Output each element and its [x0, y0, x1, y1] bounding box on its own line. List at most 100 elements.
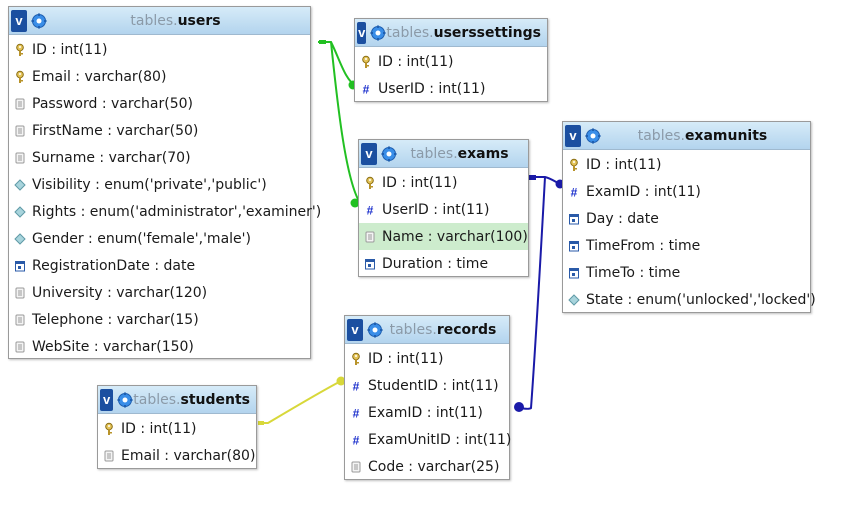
column-label: Name : varchar(100) [382, 228, 528, 245]
column-row[interactable]: Visibility : enum('private','public') [9, 171, 310, 198]
column-row[interactable]: ID : int(11) [563, 151, 810, 178]
column-label: Duration : time [382, 255, 489, 272]
table-name: userssettings [433, 24, 541, 41]
column-row[interactable]: RegistrationDate : date [9, 252, 310, 279]
view-toggle-icon[interactable]: v [347, 318, 363, 341]
column-list: ID : int(11)#StudentID : int(11)#ExamID … [345, 344, 512, 480]
date-icon [568, 266, 580, 280]
relation-endpoint [350, 198, 360, 208]
key-icon [568, 158, 580, 172]
column-row[interactable]: WebSite : varchar(150) [9, 333, 310, 360]
table-header[interactable]: v tables.users [9, 7, 310, 35]
view-toggle-icon[interactable]: v [357, 21, 367, 44]
column-label: ID : int(11) [378, 53, 454, 70]
gear-icon[interactable] [370, 25, 386, 41]
column-row[interactable]: Email : varchar(80) [98, 442, 256, 469]
schema-prefix: tables. [637, 127, 685, 144]
column-row[interactable]: State : enum('unlocked','locked') [563, 286, 816, 313]
column-row[interactable]: TimeFrom : time [563, 232, 810, 259]
column-label: Day : date [586, 210, 659, 227]
gear-icon[interactable] [381, 146, 397, 162]
column-label: ExamID : int(11) [368, 404, 483, 421]
column-row[interactable]: FirstName : varchar(50) [9, 117, 310, 144]
table-records[interactable]: v tables.records ID : int(11)#StudentID : … [344, 315, 512, 480]
number-icon: # [350, 433, 362, 447]
column-label: University : varchar(120) [32, 284, 208, 301]
gear-icon[interactable] [585, 128, 601, 144]
column-row[interactable]: # ExamID : int(11) [345, 399, 509, 426]
text-field-icon [14, 286, 26, 300]
column-row[interactable]: Name : varchar(100) [359, 223, 528, 250]
enum-icon [14, 205, 26, 219]
gear-icon[interactable] [117, 392, 133, 408]
column-row[interactable]: ID : int(11) [355, 48, 547, 75]
schema-prefix: tables. [130, 12, 178, 29]
column-label: ID : int(11) [586, 156, 662, 173]
table-userssettings[interactable]: v tables.userssettings ID : int(11) #UserID… [354, 18, 548, 102]
column-row[interactable]: ID : int(11) [345, 345, 509, 372]
text-field-icon [14, 124, 26, 138]
table-header[interactable]: v tables.userssettings [355, 19, 547, 47]
column-row[interactable]: University : varchar(120) [9, 279, 310, 306]
number-icon: # [350, 379, 362, 393]
enum-icon [14, 178, 26, 192]
column-row[interactable]: Gender : enum('female','male') [9, 225, 310, 252]
column-label: WebSite : varchar(150) [32, 338, 194, 355]
schema-prefix: tables. [386, 24, 434, 41]
table-users[interactable]: v tables.users ID : int(11) Email : varchar… [8, 6, 321, 360]
relation-endpoint [336, 376, 346, 386]
column-row[interactable]: Rights : enum('administrator','examiner'… [9, 198, 321, 225]
column-label: Code : varchar(25) [368, 458, 500, 475]
column-row[interactable]: Telephone : varchar(15) [9, 306, 310, 333]
column-row[interactable]: ID : int(11) [98, 415, 256, 442]
column-label: Email : varchar(80) [32, 68, 167, 85]
column-label: Email : varchar(80) [121, 447, 256, 464]
number-icon: # [568, 185, 580, 199]
column-row[interactable]: # ExamUnitID : int(11) [345, 426, 512, 453]
column-row[interactable]: #ExamID : int(11) [563, 178, 810, 205]
view-toggle-icon[interactable]: v [361, 142, 377, 165]
column-row[interactable]: #UserID : int(11) [359, 196, 528, 223]
column-label: Telephone : varchar(15) [32, 311, 199, 328]
relation-anchor [528, 175, 536, 180]
column-row[interactable]: #UserID : int(11) [355, 75, 547, 102]
column-row[interactable]: Day : date [563, 205, 810, 232]
table-name: users [177, 12, 221, 29]
column-label: State : enum('unlocked','locked') [586, 291, 816, 308]
column-row[interactable]: Duration : time [359, 250, 528, 277]
text-field-icon [364, 230, 376, 244]
view-toggle-icon[interactable]: v [11, 9, 27, 32]
column-list: ID : int(11) #UserID : int(11) Name : varc… [359, 168, 528, 277]
relation-endpoint [514, 402, 524, 412]
column-label: ID : int(11) [382, 174, 458, 191]
view-toggle-icon[interactable]: v [100, 388, 114, 411]
column-row[interactable]: ID : int(11) [9, 36, 310, 63]
column-label: ExamUnitID : int(11) [368, 431, 512, 448]
table-title: tables.records [383, 322, 509, 338]
column-list: ID : int(11) Email : varchar(80) Password … [9, 35, 321, 360]
table-header[interactable]: v tables.records [345, 316, 509, 344]
column-row[interactable]: Email : varchar(80) [9, 63, 310, 90]
column-label: Surname : varchar(70) [32, 149, 191, 166]
gear-icon[interactable] [367, 322, 383, 338]
gear-icon[interactable] [31, 13, 47, 29]
number-icon: # [350, 406, 362, 420]
view-toggle-icon[interactable]: v [565, 124, 581, 147]
column-label: ID : int(11) [121, 420, 197, 437]
key-icon [360, 55, 372, 69]
text-field-icon [103, 449, 115, 463]
column-row[interactable]: TimeTo : time [563, 259, 810, 286]
column-row[interactable]: Code : varchar(25) [345, 453, 509, 480]
column-row[interactable]: Surname : varchar(70) [9, 144, 310, 171]
column-row[interactable]: ID : int(11) [359, 169, 528, 196]
relation-students-records[interactable] [258, 380, 342, 424]
column-row[interactable]: Password : varchar(50) [9, 90, 310, 117]
column-row[interactable]: #StudentID : int(11) [345, 372, 509, 399]
svg-text:#: # [571, 185, 578, 199]
